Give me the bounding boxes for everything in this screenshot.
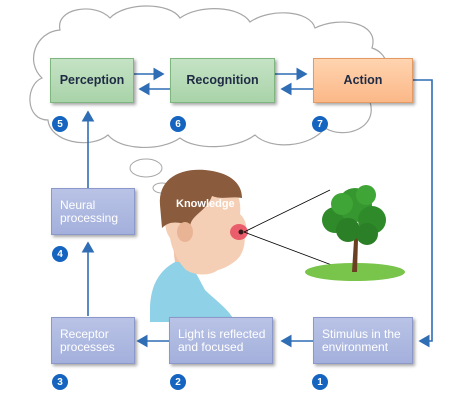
action-label: Action xyxy=(343,73,383,87)
thought-bubble-large xyxy=(129,158,163,178)
eye-icon xyxy=(230,224,248,240)
receptor-line-1: Receptor xyxy=(60,326,109,341)
action-box: Action xyxy=(313,58,413,103)
vision-line-top xyxy=(243,189,331,233)
stimulus-line-1: Stimulus in the xyxy=(322,326,401,341)
step-badge-7: 7 xyxy=(312,116,328,132)
stimulus-line-2: environment xyxy=(322,339,389,354)
light-line-1: Light is reflected xyxy=(178,326,266,341)
knowledge-label: Knowledge xyxy=(176,198,235,210)
perception-label: Perception xyxy=(59,73,125,87)
tree-icon xyxy=(305,185,405,281)
receptor-line-2: processes xyxy=(60,339,115,354)
arrow-action-to-stimulus xyxy=(413,79,433,348)
neural-line-1: Neural xyxy=(60,197,96,212)
perception-box: Perception xyxy=(50,58,134,103)
step-badge-1: 1 xyxy=(312,374,328,390)
head-icon xyxy=(150,169,247,322)
light-line-2: and focused xyxy=(178,339,244,354)
neural-line-2: processing xyxy=(60,210,119,225)
step-badge-6: 6 xyxy=(170,116,186,132)
step-badge-5: 5 xyxy=(52,116,68,132)
step-badge-2: 2 xyxy=(170,374,186,390)
vision-line-bottom xyxy=(243,231,346,271)
step-badge-3: 3 xyxy=(52,374,68,390)
recognition-label: Recognition xyxy=(186,73,259,87)
recognition-box: Recognition xyxy=(170,58,275,103)
step-badge-4: 4 xyxy=(52,246,68,262)
